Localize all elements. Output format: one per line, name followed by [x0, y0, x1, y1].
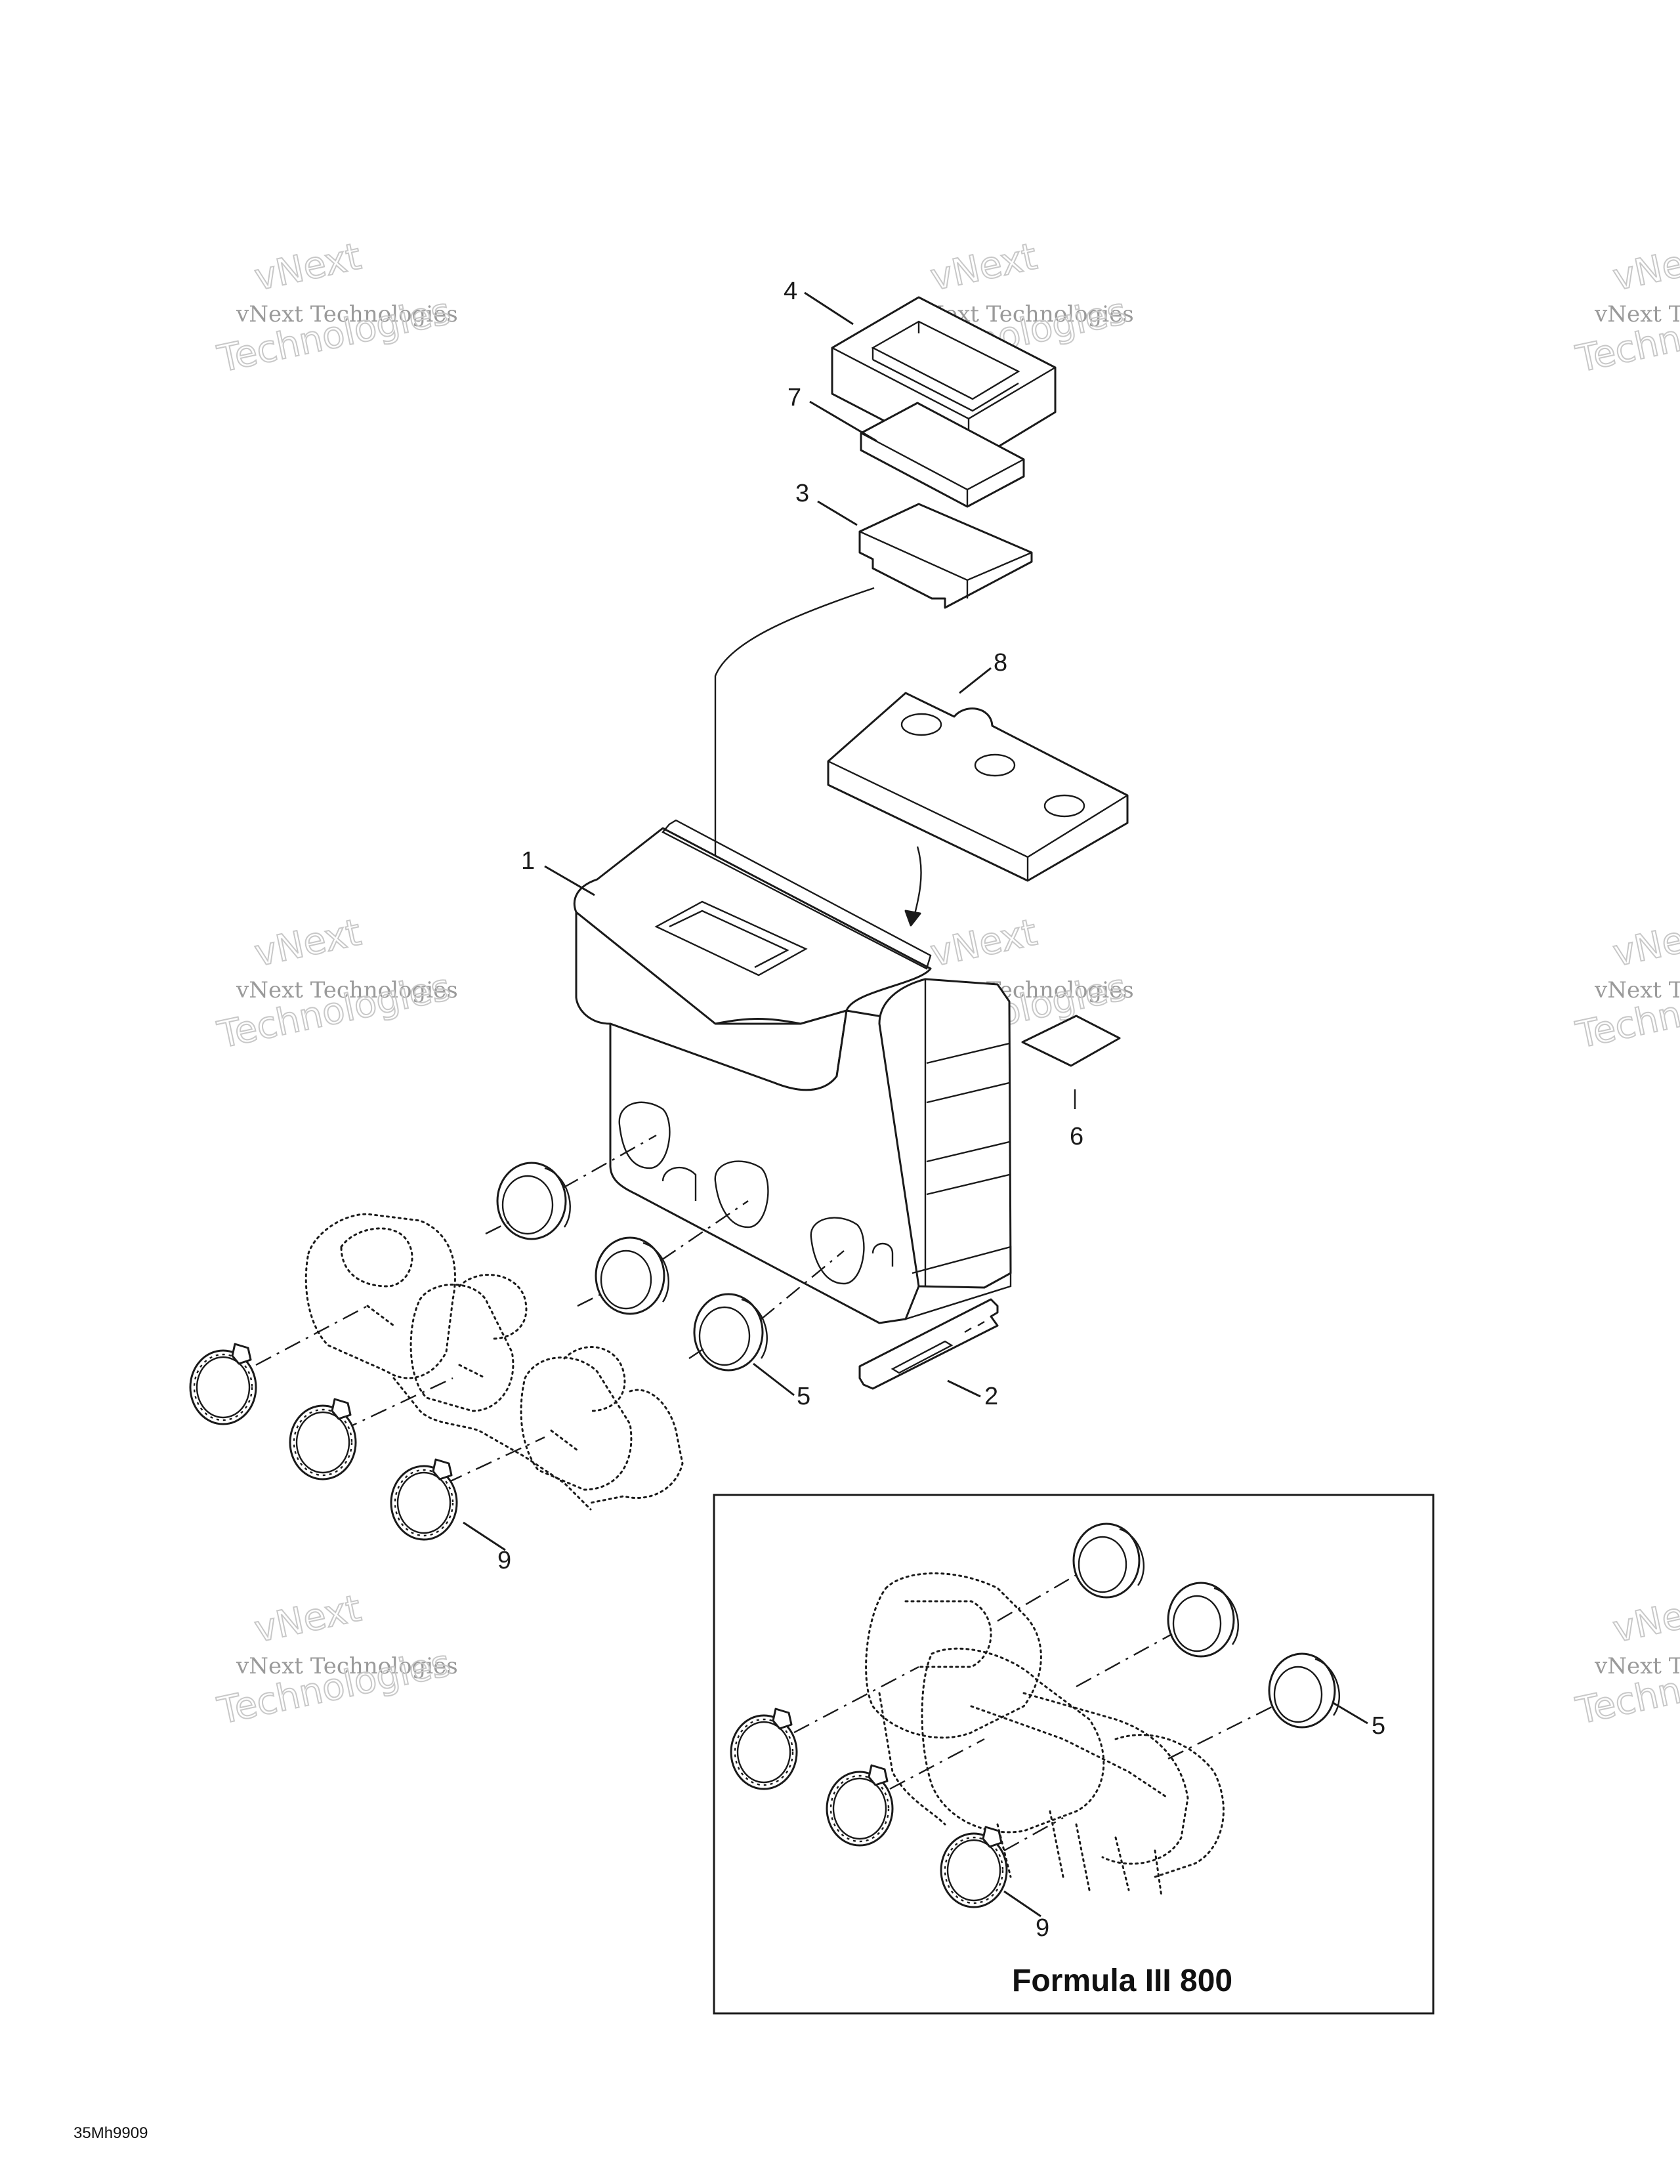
- part-5-adaptors-main: [496, 1162, 768, 1372]
- part-1-air-silencer-body: [573, 819, 1012, 1324]
- assembly-arrow-8: [912, 846, 922, 919]
- hose-clamp: [289, 1398, 357, 1480]
- part-9-clamps-main: [189, 1343, 458, 1541]
- watermark-1: vNext vNext Technologies Technologies: [213, 234, 458, 381]
- watermark-line1: vNext: [251, 1587, 365, 1651]
- watermark-3: vNe vNext Te Techn: [1572, 242, 1680, 382]
- adaptor-ring: [1268, 1652, 1340, 1729]
- watermark-6: vNe vNext Te Techn: [1572, 918, 1680, 1058]
- watermark-line1: vNext: [927, 235, 1041, 299]
- drawing-number: 35Mh9909: [74, 2124, 148, 2142]
- part-2-bracket: [858, 1298, 999, 1390]
- part-9-clamps-inset: [730, 1708, 1008, 1908]
- callout-5-inset: 5: [1372, 1712, 1385, 1740]
- part-4-filter-frame: [831, 296, 1057, 466]
- carburetor-assembly-main: [304, 1213, 684, 1511]
- callout-4: 4: [784, 278, 797, 305]
- callout-2: 2: [984, 1383, 998, 1410]
- callout-9: 9: [497, 1547, 511, 1574]
- hose-clamp: [390, 1458, 458, 1541]
- watermark-line2: vNext Technologies: [236, 977, 458, 1003]
- callout-6: 6: [1070, 1123, 1083, 1150]
- part-5-adaptors-inset: [1072, 1522, 1340, 1729]
- watermark-line1: vNe: [1609, 919, 1680, 975]
- hose-clamp: [940, 1826, 1008, 1908]
- watermark-line1: vNext: [927, 911, 1041, 975]
- adaptor-ring: [693, 1293, 768, 1372]
- inset-frame: [713, 1494, 1435, 2015]
- watermark-line2: vNext Te: [1594, 301, 1680, 327]
- carburetor-assembly-inset: [865, 1572, 1225, 1898]
- adaptor-ring: [496, 1162, 571, 1240]
- callouts-main: 4 7 3 8 1 6 5 2 9: [463, 278, 1083, 1574]
- watermark-4: vNext vNext Technologies Technologies: [213, 910, 458, 1057]
- adaptor-ring: [1072, 1522, 1144, 1599]
- alignment-lines-main: [255, 1134, 845, 1484]
- adaptor-ring: [1167, 1582, 1239, 1658]
- watermark-line2: vNext Technologies: [236, 1653, 458, 1679]
- part-6-label: [1021, 1015, 1121, 1109]
- part-8-foam-gasket: [827, 692, 1129, 882]
- callout-7: 7: [788, 384, 801, 411]
- hose-clamp: [189, 1343, 257, 1425]
- callout-1: 1: [521, 847, 535, 875]
- callout-5: 5: [797, 1383, 810, 1410]
- watermark-line2: vNext Technologies: [236, 301, 458, 327]
- watermark-line1: vNext: [251, 911, 365, 975]
- watermark-line1: vNext: [251, 235, 365, 299]
- inset-title: Formula III 800: [1012, 1964, 1232, 1998]
- watermark-line1: vNe: [1609, 243, 1680, 299]
- part-7-filter-pad: [860, 402, 1025, 508]
- watermark-line2: vNext Te: [1594, 977, 1680, 1003]
- hose-clamp: [826, 1764, 894, 1847]
- adaptor-ring: [595, 1236, 669, 1315]
- callout-8: 8: [994, 649, 1007, 677]
- watermark-line2: vNext Te: [1594, 1653, 1680, 1679]
- inset-formula-iii-800: 5 9 Formula III 800: [713, 1494, 1435, 2015]
- arrow-head-8: [904, 910, 921, 927]
- callout-9-inset: 9: [1036, 1914, 1049, 1942]
- watermark-7: vNext vNext Technologies Technologies: [213, 1586, 458, 1733]
- part-3-screen-plate: [858, 503, 1033, 609]
- watermark-line1: vNe: [1609, 1595, 1680, 1651]
- alignment-lines-inset: [793, 1574, 1274, 1852]
- callout-3: 3: [795, 480, 809, 507]
- assembly-arrow-3: [714, 587, 875, 886]
- watermark-9: vNe vNext Te Techn: [1572, 1594, 1680, 1734]
- hose-clamp: [730, 1708, 798, 1790]
